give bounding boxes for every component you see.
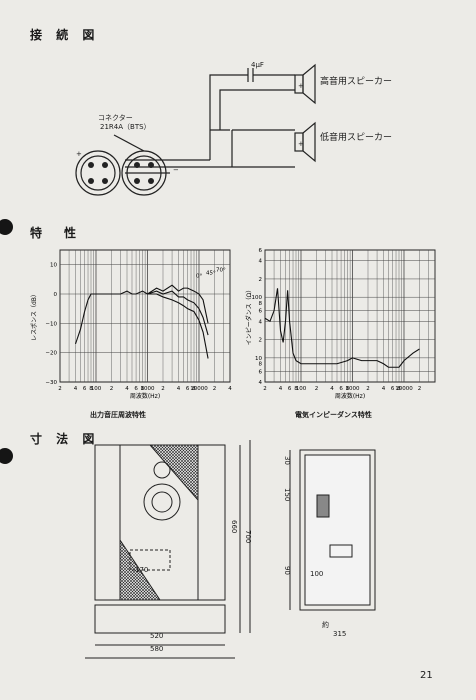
y-tick-label: 6	[259, 309, 263, 315]
y-tick-label: 4	[259, 259, 263, 265]
x-tick-label: 4	[125, 386, 129, 392]
capacitor-label: 4μF	[251, 61, 264, 69]
y-tick-label: 0	[54, 292, 58, 298]
punch-hole	[0, 219, 13, 235]
x-tick-label: 8	[141, 386, 145, 392]
y-tick-label: −30	[45, 380, 57, 386]
section-title-characteristics: 特 性	[30, 226, 82, 240]
series-line-2	[147, 293, 209, 359]
y-tick-label: 10	[255, 356, 262, 362]
front-view-drawing	[85, 440, 251, 659]
x-tick-label: 4	[177, 386, 181, 392]
x-tick-label: 2	[161, 386, 165, 392]
section-title-dimensions: 寸 法 図	[30, 432, 100, 446]
x-tick-label: 2	[315, 386, 319, 392]
x-tick-label: 6	[134, 386, 138, 392]
angle-annotation: 0°	[196, 273, 202, 279]
x-tick-label: 100	[296, 386, 307, 392]
wiring-diagram	[75, 63, 316, 196]
dim-height-inner: 660	[230, 520, 238, 534]
tweeter-plus: +	[298, 82, 304, 90]
y-tick-label: 2	[259, 277, 263, 283]
x-tick-label: 8	[346, 386, 350, 392]
x-tick-label: 2	[58, 386, 62, 392]
angle-annotation: 45°	[206, 270, 216, 276]
angle-annotation: 70°	[216, 267, 226, 273]
page-number: 21	[420, 670, 433, 681]
x-tick-label: 4	[382, 386, 386, 392]
x-tick-label: 100	[91, 386, 102, 392]
connector-model-label: 21R4A（BTS）	[100, 123, 151, 131]
y-tick-label: 8	[259, 301, 263, 307]
dim-side-150: 150	[283, 488, 291, 502]
minus-sign: −	[173, 166, 179, 174]
x-axis-label: 周波数(Hz)	[130, 392, 160, 400]
x-tick-label: 8	[89, 386, 93, 392]
plus-sign: +	[76, 150, 82, 158]
x-tick-label: 2	[213, 386, 217, 392]
x-tick-label: 2	[366, 386, 370, 392]
series-line-0	[264, 288, 420, 368]
x-tick-label: 10000	[190, 386, 208, 392]
punch-hole	[0, 448, 13, 464]
x-tick-label: 8	[192, 386, 196, 392]
dim-port: 170	[135, 566, 149, 574]
x-tick-label: 8	[294, 386, 298, 392]
series-line-1	[147, 290, 209, 336]
dim-depth: 315	[333, 630, 347, 638]
x-axis-label: 周波数(Hz)	[335, 392, 365, 400]
x-tick-label: 2	[263, 386, 267, 392]
y-tick-label: −20	[45, 351, 57, 357]
y-tick-label: 4	[259, 319, 263, 325]
y-tick-label: 2	[259, 338, 263, 344]
y-axis-label: インピーダンス（Ω）	[245, 287, 253, 345]
x-tick-label: 4	[330, 386, 334, 392]
connector-label: コネクター	[98, 114, 133, 122]
x-tick-label: 6	[391, 386, 395, 392]
x-tick-label: 4	[228, 386, 232, 392]
x-tick-label: 2	[418, 386, 422, 392]
x-tick-label: 1000	[345, 386, 359, 392]
woofer-plus: +	[298, 140, 304, 148]
x-tick-label: 4	[279, 386, 283, 392]
tweeter-label: 高音用スピーカー	[320, 77, 393, 87]
y-tick-label: 6	[259, 369, 263, 375]
series-line-0	[74, 284, 209, 345]
dim-height-outer: 700	[244, 530, 252, 544]
y-tick-label: 4	[259, 380, 263, 386]
x-tick-label: 6	[339, 386, 343, 392]
chart2-title: 電気インピーダンス特性	[295, 411, 372, 419]
x-tick-label: 4	[74, 386, 78, 392]
x-tick-label: 2	[110, 386, 114, 392]
dim-side-100: 100	[310, 570, 324, 578]
x-tick-label: 10000	[395, 386, 413, 392]
dim-approx: 約	[322, 621, 329, 629]
y-tick-label: 6	[259, 248, 263, 254]
y-tick-label: 100	[252, 295, 263, 301]
x-tick-label: 6	[288, 386, 292, 392]
dim-width-inner: 520	[150, 632, 164, 640]
chart1-title: 出力音圧周波特性	[90, 411, 146, 419]
y-tick-label: −10	[45, 321, 57, 327]
y-axis-label: レスポンス（dB）	[30, 291, 38, 341]
side-view-drawing	[289, 449, 376, 611]
x-tick-label: 6	[186, 386, 190, 392]
section-title-wiring: 接 続 図	[30, 28, 100, 42]
dim-side-30: 30	[283, 456, 291, 465]
x-tick-label: 8	[397, 386, 401, 392]
dim-side-90: 90	[283, 566, 291, 575]
dim-width-outer: 580	[150, 645, 164, 653]
y-tick-label: 10	[50, 263, 57, 269]
x-tick-label: 1000	[140, 386, 154, 392]
x-tick-label: 6	[83, 386, 87, 392]
woofer-label: 低音用スピーカー	[320, 133, 393, 143]
y-tick-label: 8	[259, 362, 263, 368]
